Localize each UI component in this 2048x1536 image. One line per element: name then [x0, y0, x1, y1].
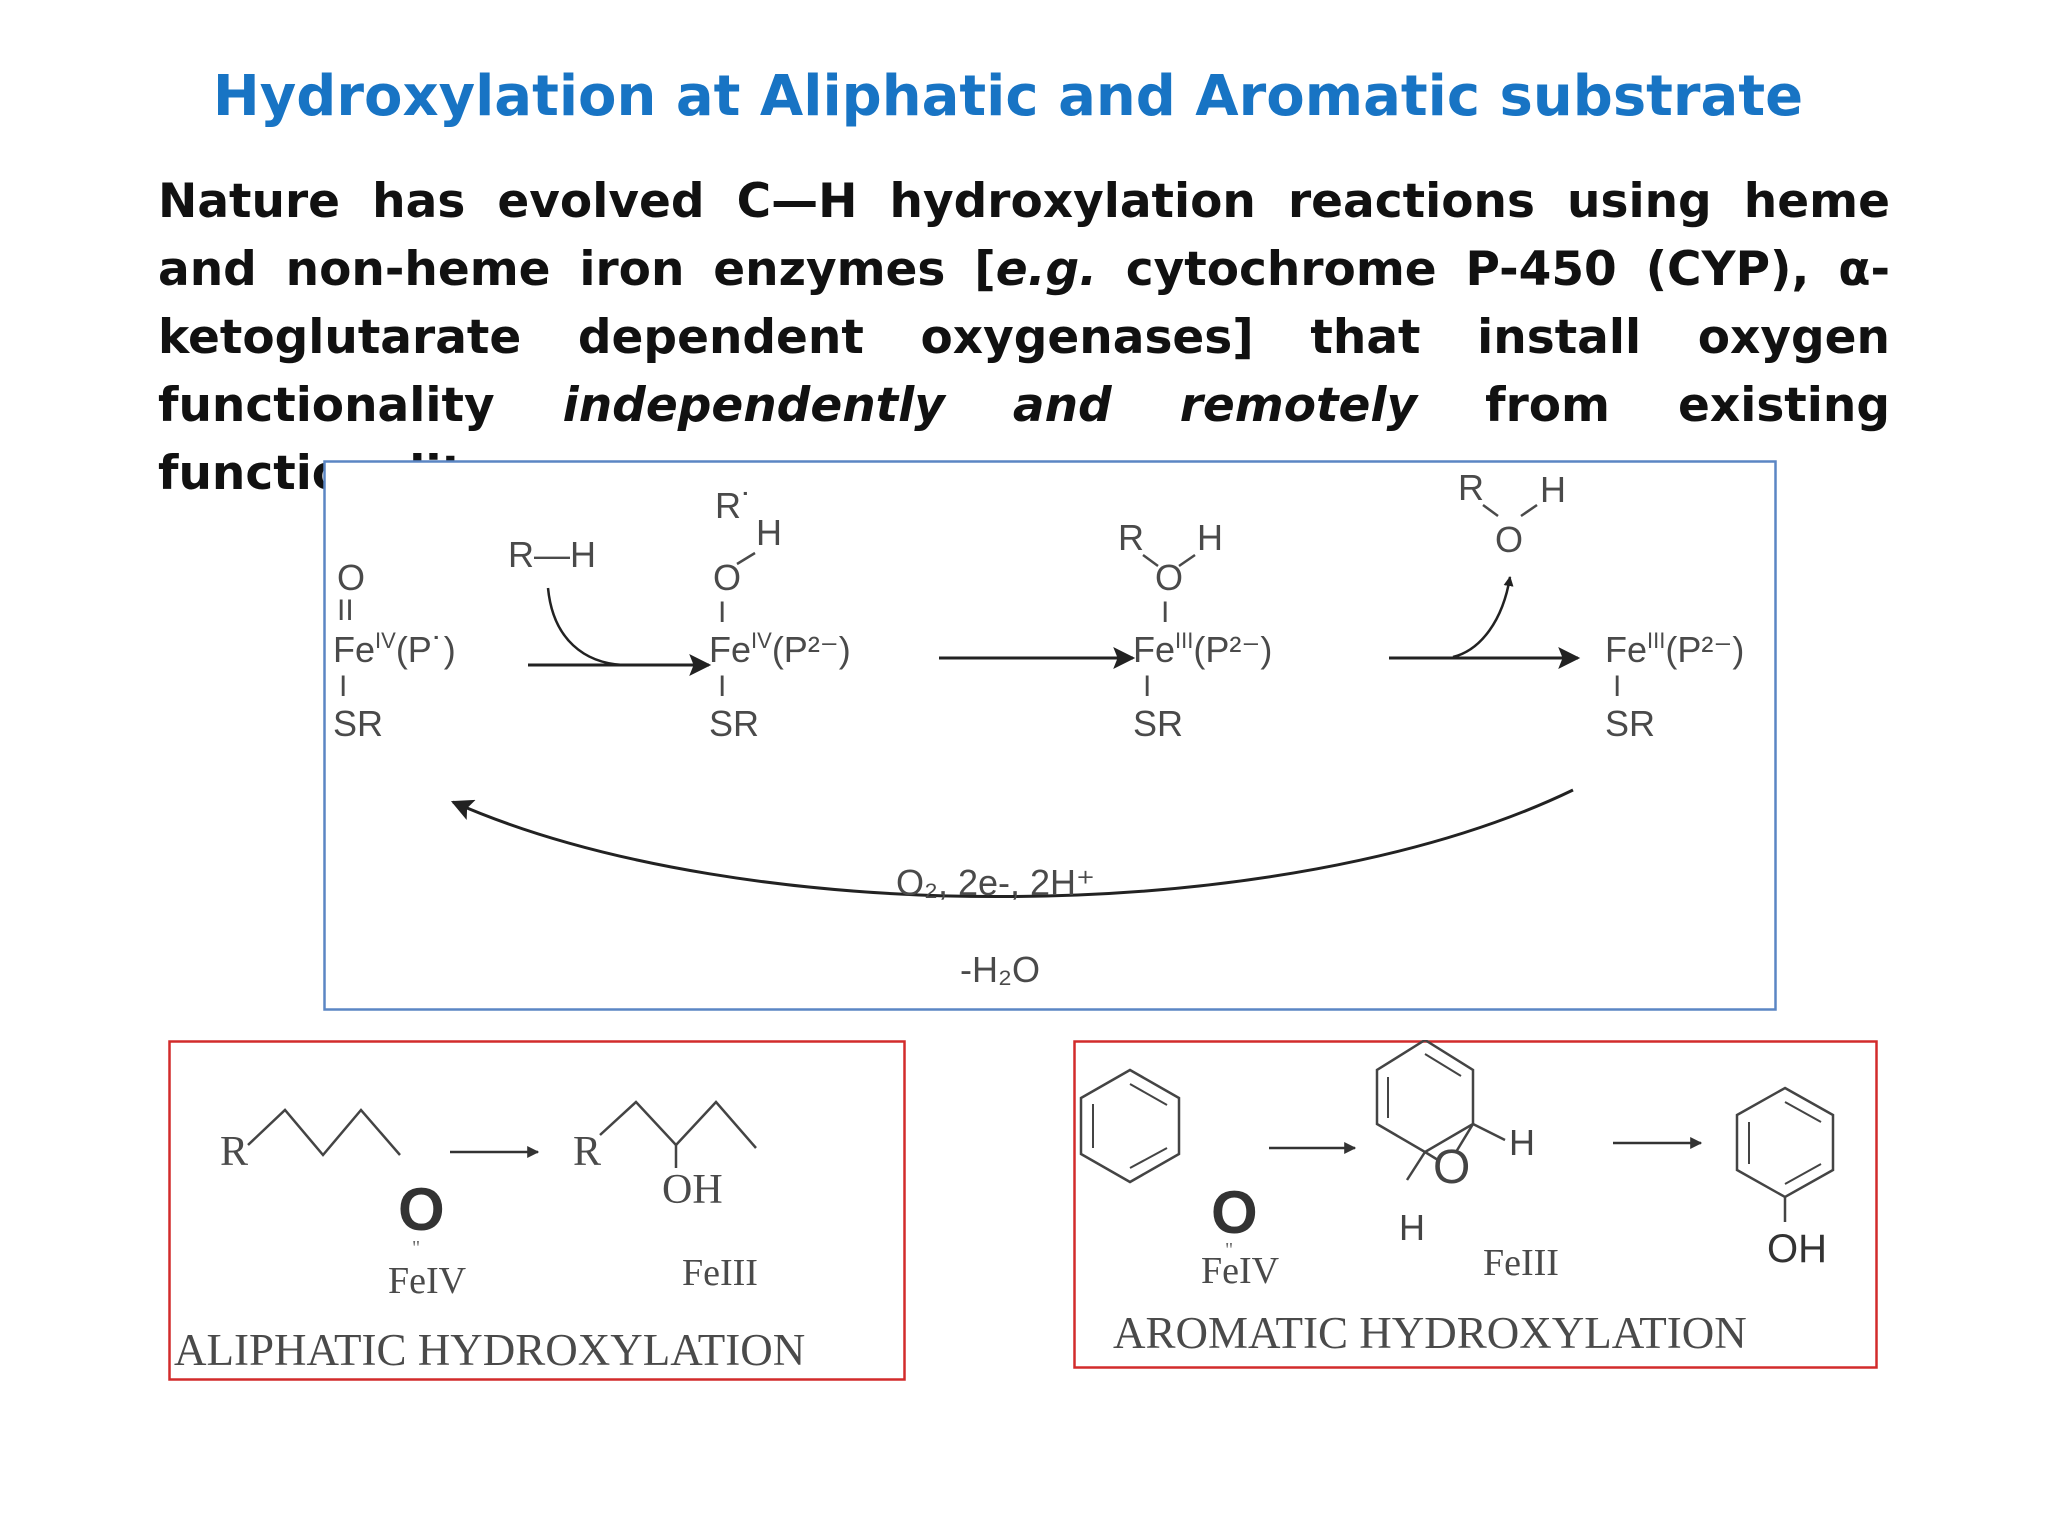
aliphatic-border: [168, 1040, 906, 1381]
species-feiii-alcohol: R H O I FeIII(P²⁻) I SR: [1118, 517, 1272, 744]
fe-label: Fe: [1605, 629, 1647, 670]
ox-state-label: III: [1647, 628, 1665, 653]
intro-emphasis: independently and remotely: [562, 378, 1418, 433]
bond-label: I: [339, 670, 347, 703]
substrate-uptake-curve: [546, 587, 624, 667]
h-label: H: [756, 512, 782, 553]
slide-title: Hydroxylation at Aliphatic and Aromatic …: [212, 64, 1804, 129]
svg-text:FeIII(P²⁻): FeIII(P²⁻): [1133, 628, 1272, 670]
water-loss-label: -H₂O: [960, 949, 1040, 990]
h-label-left: H: [1399, 1207, 1425, 1248]
thiolate-label: SR: [333, 703, 383, 744]
aliphatic-caption: ALIPHATIC HYDROXYLATION: [174, 1325, 805, 1375]
species-feiii-resting: FeIII(P²⁻) I SR: [1605, 628, 1744, 744]
oxo-label: O: [1211, 1179, 1258, 1246]
oxo-label: O: [337, 557, 365, 598]
species-feiv-oxo: O II FeIV(P˙) I SR: [333, 557, 456, 744]
aromatic-caption: AROMATIC HYDROXYLATION: [1113, 1308, 1747, 1358]
h-label: H: [1540, 469, 1566, 510]
species-feiv-hydroxo: R˙ H O I FeIV(P²⁻) I SR: [709, 485, 851, 744]
fe-label: Fe: [1133, 629, 1175, 670]
r-label-left: R: [220, 1129, 248, 1175]
r-label: R: [1458, 467, 1484, 508]
fe-label: Fe: [709, 629, 751, 670]
aromatic-diagram: O " FeIV O H H FeIII OH AROMATIC HYDROXY…: [1073, 1040, 1878, 1369]
arene-oxide-intermediate: [1375, 1040, 1506, 1181]
feiii-label: FeIII: [682, 1252, 758, 1294]
aromatic-border: [1073, 1040, 1878, 1369]
oh-label: OH: [662, 1167, 723, 1213]
intro-eg: e.g.: [995, 242, 1097, 297]
double-bond-label: II: [337, 594, 354, 627]
thiolate-label: SR: [1133, 703, 1183, 744]
ox-state-label: III: [1175, 628, 1193, 653]
thiolate-label: SR: [709, 703, 759, 744]
product-release-curve: [1452, 576, 1514, 659]
alkyl-chain-left: [247, 1108, 401, 1157]
svg-text:FeIII(P²⁻): FeIII(P²⁻): [1605, 628, 1744, 670]
regeneration-arc: [450, 788, 1574, 899]
intro-text-2: cytochrome P-450 (CYP), α-ketoglutarate …: [158, 242, 1890, 433]
reagents-label: O₂, 2e-, 2H⁺: [896, 862, 1095, 903]
mechanism-border: [323, 460, 1777, 1011]
porphyrin-label: (P²⁻): [1665, 629, 1744, 670]
h-label-right: H: [1509, 1122, 1535, 1163]
aliphatic-diagram: R R OH O " FeIV FeIII ALIPHATIC HYDROXYL…: [168, 1040, 906, 1381]
porphyrin-label: (P²⁻): [1193, 629, 1272, 670]
ox-state-label: IV: [751, 628, 772, 653]
bond-label: I: [1613, 670, 1621, 703]
h-label: H: [1197, 517, 1223, 558]
intro-paragraph: Nature has evolved C—H hydroxylation rea…: [158, 168, 1890, 508]
ox-state-label: IV: [375, 628, 396, 653]
svg-text:FeIV(P²⁻): FeIV(P²⁻): [709, 628, 851, 670]
r-label-right: R: [573, 1129, 601, 1175]
double-bond-label: ": [412, 1237, 420, 1259]
thiolate-label: SR: [1605, 703, 1655, 744]
feiv-label: FeIV: [388, 1260, 467, 1302]
aromatic-example-panel: O " FeIV O H H FeIII OH AROMATIC HYDROXY…: [1073, 1040, 1878, 1369]
feiii-label: FeIII: [1483, 1242, 1559, 1284]
bond-label: I: [718, 596, 726, 629]
r-label: R: [1118, 517, 1144, 558]
aliphatic-example-panel: R R OH O " FeIV FeIII ALIPHATIC HYDROXYL…: [168, 1040, 906, 1381]
epoxide-o-label: O: [1433, 1141, 1470, 1194]
radical-label: R˙: [715, 485, 753, 526]
product-alcohol: R O H: [1458, 467, 1566, 560]
fe-label: Fe: [333, 629, 375, 670]
catalytic-cycle-panel: O II FeIV(P˙) I SR R—H R˙ H O I FeIV(P²⁻…: [323, 460, 1777, 1011]
benzene-ring: [1079, 1068, 1181, 1184]
svg-text:FeIV(P˙): FeIV(P˙): [333, 628, 456, 670]
porphyrin-label: (P˙): [396, 629, 456, 670]
porphyrin-label: (P²⁻): [772, 629, 851, 670]
feiv-label: FeIV: [1201, 1250, 1280, 1292]
o-label: O: [1495, 519, 1523, 560]
phenol-ring: [1735, 1086, 1835, 1222]
oxo-label: O: [398, 1176, 445, 1243]
bond-label-2: I: [718, 670, 726, 703]
bond-label: I: [1161, 596, 1169, 629]
o-label: O: [1155, 557, 1183, 598]
catalytic-cycle-diagram: O II FeIV(P˙) I SR R—H R˙ H O I FeIV(P²⁻…: [323, 460, 1777, 1011]
double-bond-label: ": [1225, 1239, 1233, 1261]
oh-label: OH: [1767, 1227, 1827, 1271]
intro-text-1: Nature has evolved C—H hydroxylation rea…: [158, 174, 1890, 297]
substrate-label: R—H: [508, 534, 596, 575]
bond-label-2: I: [1143, 670, 1151, 703]
o-label: O: [713, 557, 741, 598]
